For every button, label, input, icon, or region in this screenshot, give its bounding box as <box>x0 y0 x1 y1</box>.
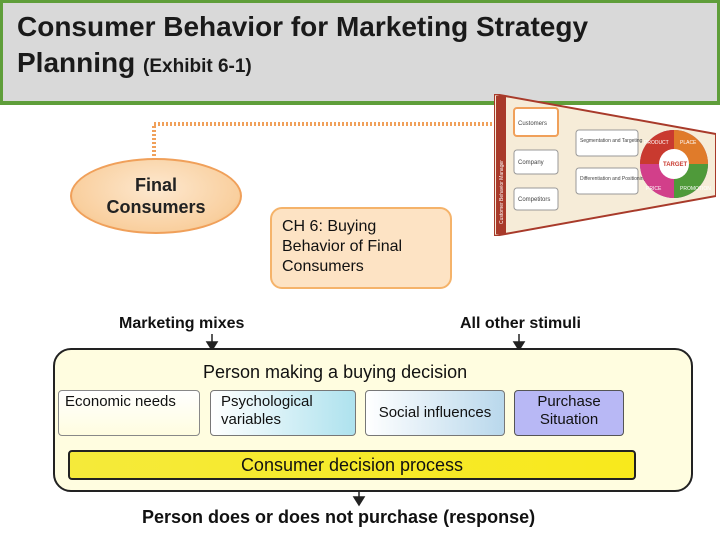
marketing-mixes-label: Marketing mixes <box>119 315 245 332</box>
title-line-2: Planning (Exhibit 6-1) <box>17 47 252 79</box>
marketing-strategy-model-image: Customer Behavior Manager Customers Comp… <box>494 94 716 236</box>
chapter-box: CH 6: Buying Behavior of Final Consumers <box>270 207 452 289</box>
model-middle-segmentation: Segmentation and Targeting <box>580 138 643 144</box>
model-box-customers: Customers <box>518 121 547 127</box>
response-label: Person does or does not purchase (respon… <box>142 507 536 527</box>
model-middle-differentiation: Differentiation and Positioning <box>580 176 647 182</box>
title-main: Planning <box>17 47 136 78</box>
wheel-segment-place: PLACE <box>680 140 697 146</box>
person-decision-title: Person making a buying decision <box>203 362 468 382</box>
model-box-competitors: Competitors <box>518 197 550 203</box>
factor-social-influences: Social influences <box>365 390 505 436</box>
model-side-label: Customer Behavior Manager <box>499 160 505 224</box>
wheel-segment-promotion: PROMOTION <box>680 186 711 192</box>
final-consumers-oval: Final Consumers <box>70 158 242 234</box>
wheel-center-label: TARGET <box>663 162 688 168</box>
title-line-1: Consumer Behavior for Marketing Strategy <box>17 11 589 42</box>
title-exhibit-ref: (Exhibit 6-1) <box>143 56 252 77</box>
oval-line-1: Final <box>134 175 177 195</box>
factor-psychological-variables: Psychological variables <box>210 390 356 436</box>
factor-purchase-situation: Purchase Situation <box>514 390 624 436</box>
dotted-connector <box>152 122 516 160</box>
wheel-segment-product: PRODUCT <box>644 140 669 146</box>
title-bar: Consumer Behavior for Marketing Strategy… <box>0 0 720 105</box>
consumer-decision-process-bar: Consumer decision process <box>68 450 636 480</box>
wheel-segment-price: PRICE <box>646 186 662 192</box>
model-box-company: Company <box>518 160 544 166</box>
other-stimuli-label: All other stimuli <box>460 315 581 332</box>
stimulus-arrows <box>205 334 526 352</box>
marketing-mix-wheel: TARGET PRODUCT PLACE PROMOTION PRICE <box>640 130 711 198</box>
factor-economic-needs: Economic needs <box>58 390 200 436</box>
oval-line-2: Consumers <box>106 197 206 217</box>
